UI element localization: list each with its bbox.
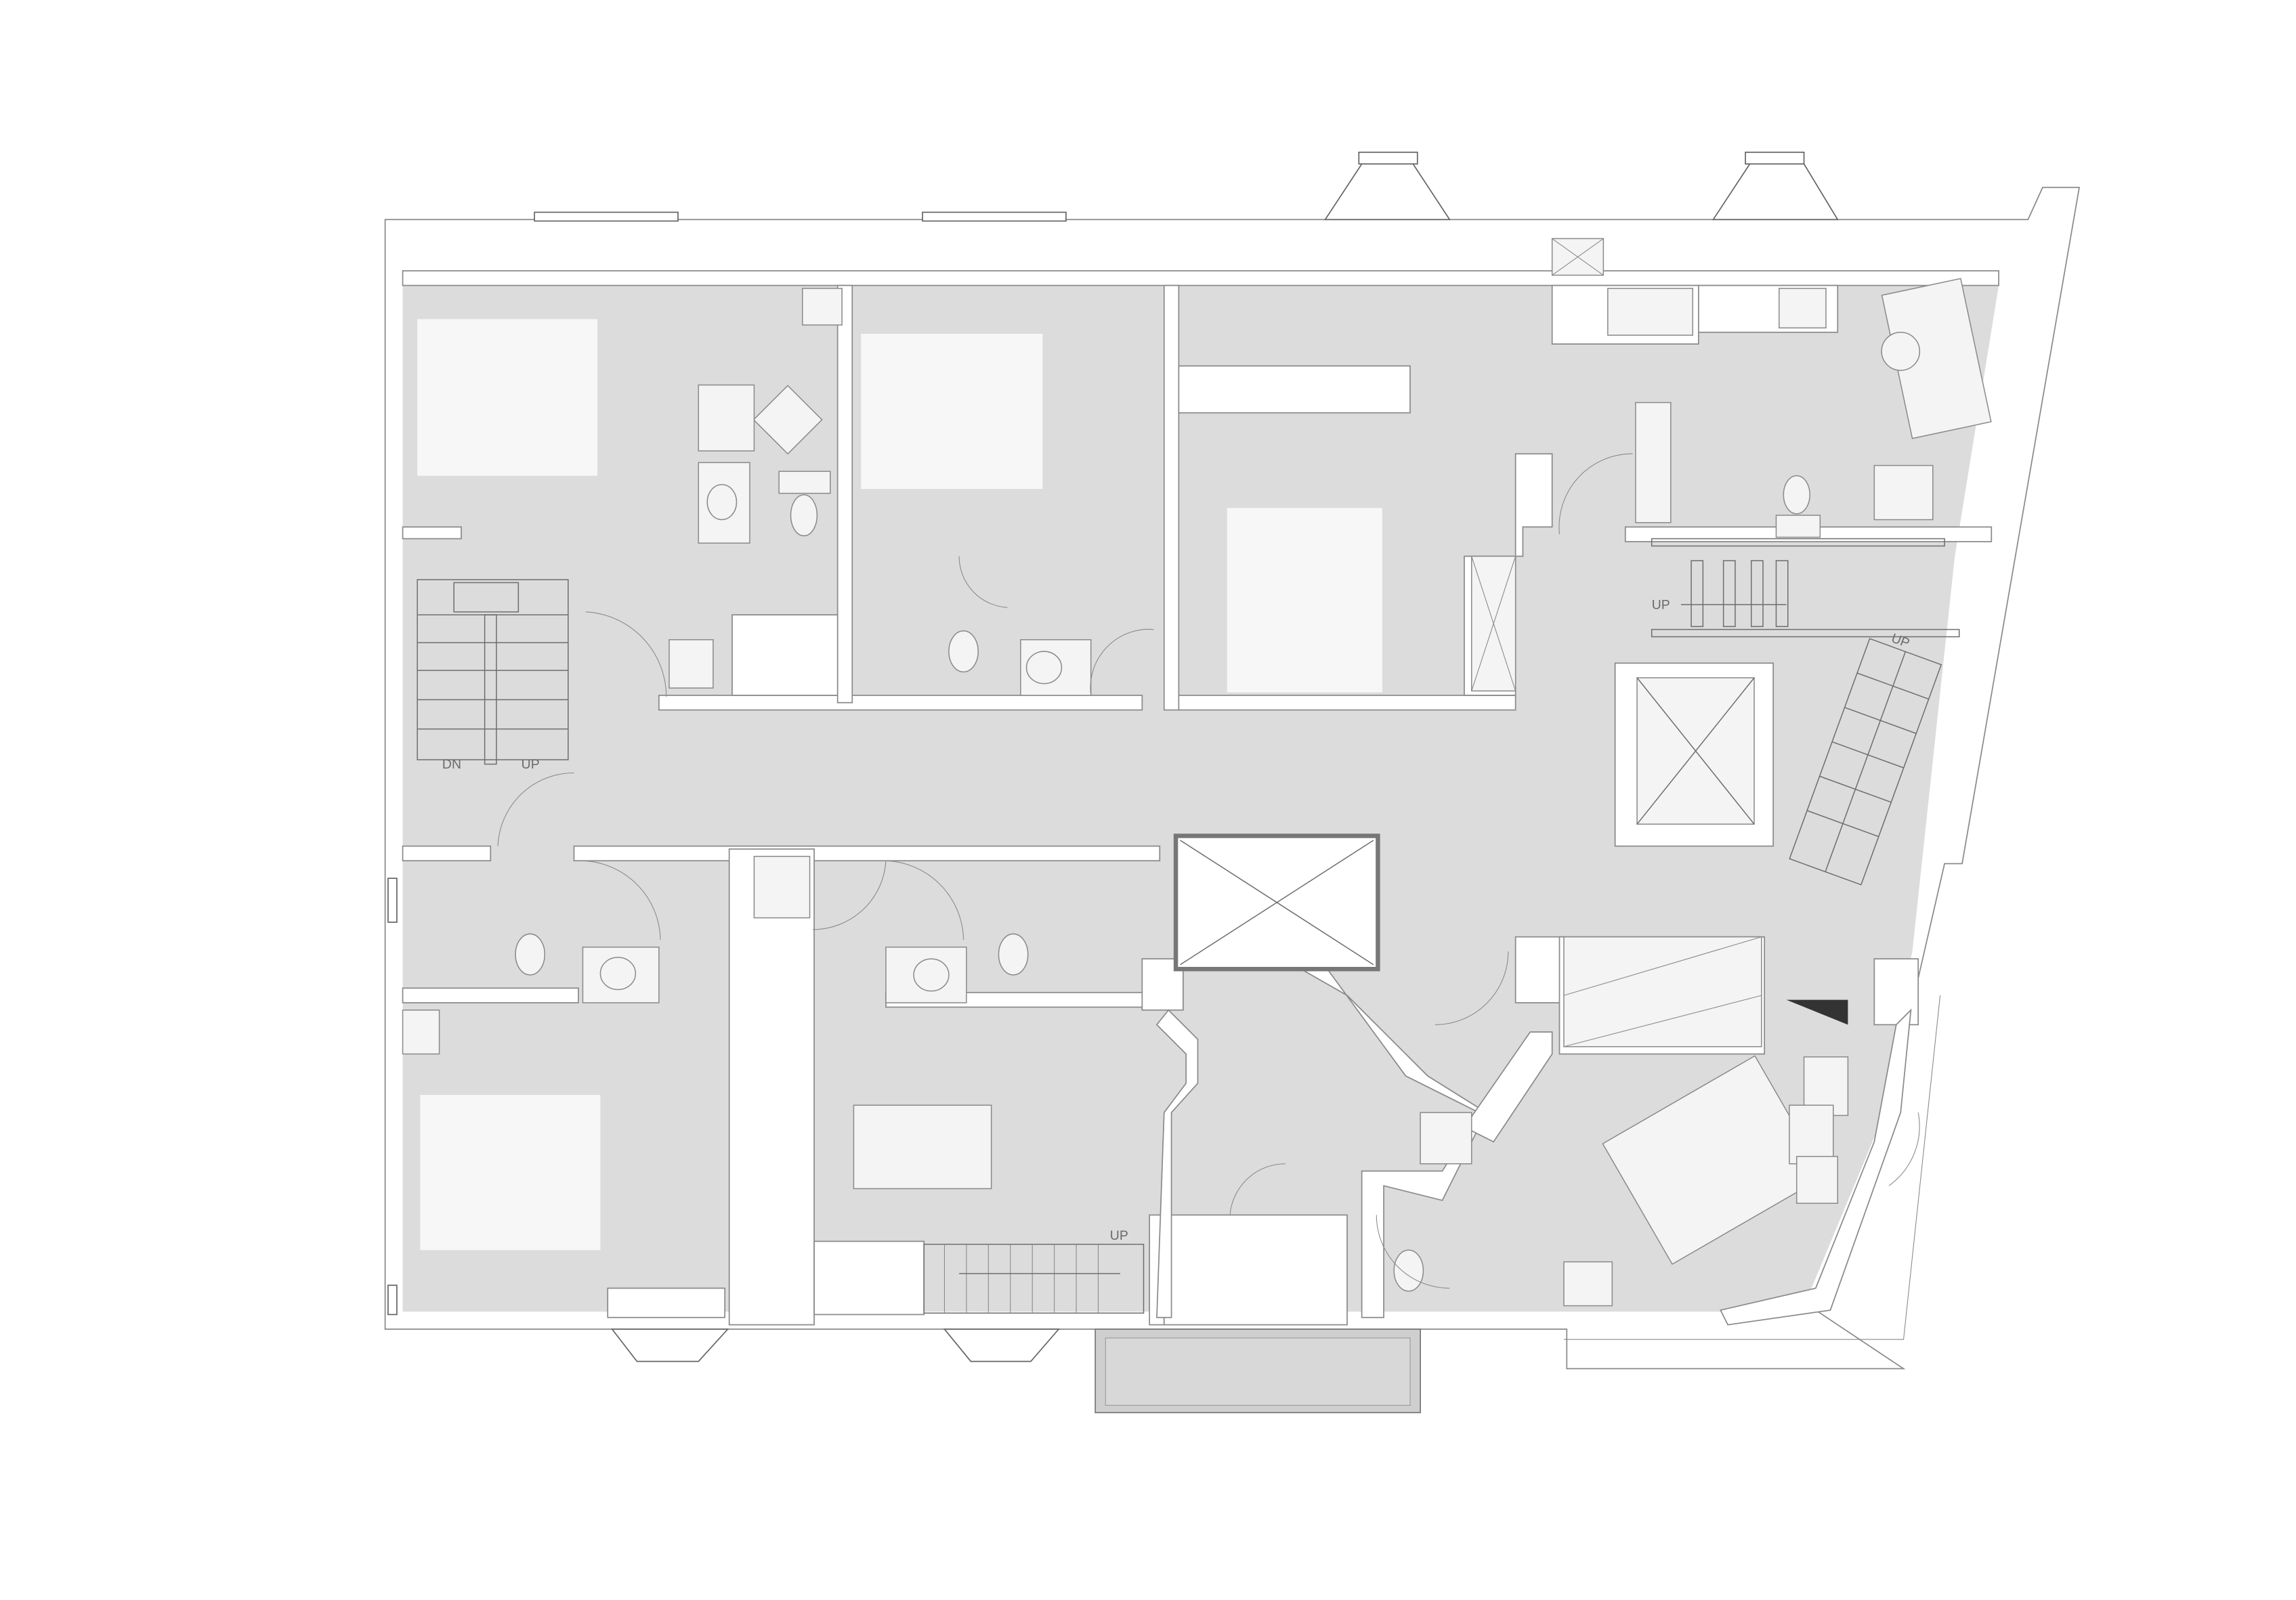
- stair-left: DN UP: [417, 579, 569, 772]
- armchair: [1873, 464, 1934, 521]
- fixtures: [402, 238, 1992, 1307]
- elevator: [1173, 662, 1774, 972]
- bed-top-middle: [861, 333, 1043, 490]
- door-swings: [497, 453, 1941, 1340]
- bed-bottom-left: [420, 1095, 601, 1251]
- balcony: [1094, 1328, 1421, 1414]
- toilet: [998, 933, 1029, 976]
- stair-label-up: UP: [522, 757, 540, 772]
- bed-top-left: [417, 319, 598, 476]
- toilet: [1783, 475, 1810, 515]
- toilet: [948, 630, 979, 673]
- stair-label-down: DN: [442, 757, 461, 772]
- toilet: [515, 933, 546, 976]
- stair-label-up: UP: [1652, 597, 1670, 612]
- toilet: [790, 494, 818, 537]
- beds: [417, 319, 1825, 1266]
- stair-bottom: UP: [813, 1228, 1145, 1316]
- dormers: [387, 151, 1839, 1362]
- stair-label-up: UP: [1110, 1228, 1128, 1243]
- chair: [1881, 332, 1921, 371]
- bed-top-right: [1227, 508, 1382, 693]
- side-table: [752, 385, 823, 455]
- toilet: [1393, 1249, 1424, 1292]
- stair-right-straight: UP: [1651, 538, 1960, 638]
- rug: [853, 1104, 992, 1190]
